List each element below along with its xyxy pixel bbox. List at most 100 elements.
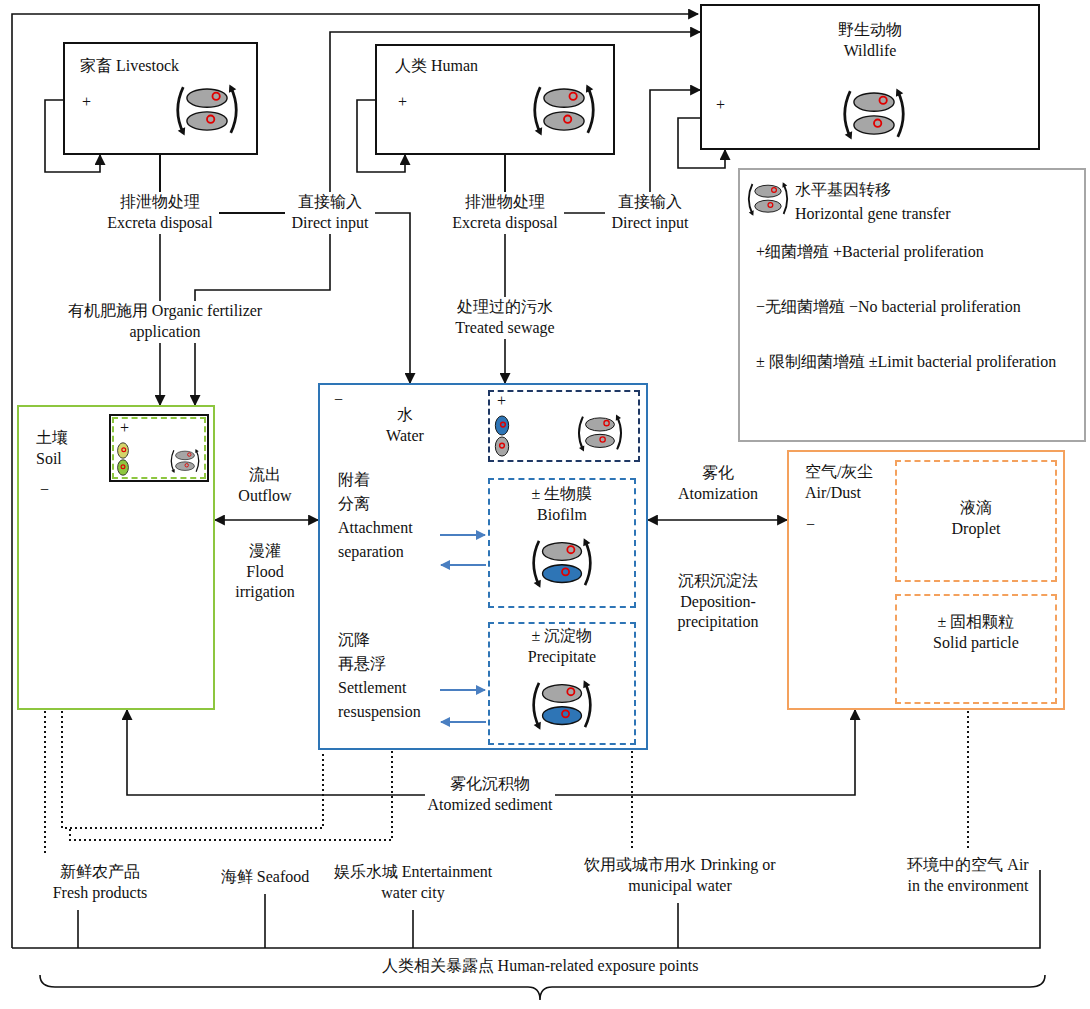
box-text: − — [806, 515, 815, 536]
box-text: ± 沉淀物 Precipitate — [510, 626, 614, 668]
text-slot: + — [120, 418, 129, 439]
plasmid — [567, 688, 574, 695]
transfer-arc — [784, 184, 788, 214]
transfer-arc — [534, 683, 539, 727]
box-text: 水 Water — [380, 405, 430, 447]
exchange-arrow — [441, 564, 486, 566]
flow-label: 雾化沉积物 Atomized sediment — [425, 774, 555, 816]
transfer-head — [583, 680, 590, 688]
box-text: 人类 Human — [395, 56, 478, 77]
transfer-head — [896, 88, 903, 96]
legend-text: −无细菌增殖 −No bacterial proliferation — [756, 295, 1076, 319]
gene-transfer-icon — [168, 78, 246, 142]
text-slot: 野生动物 Wildlife — [820, 20, 920, 62]
dotted-link — [631, 751, 633, 849]
exchange-arrow — [440, 534, 485, 536]
plasmid — [562, 568, 569, 575]
transfer-head — [586, 84, 593, 92]
cell — [543, 707, 582, 725]
gene-transfer-icon — [525, 78, 603, 142]
cell — [543, 685, 582, 703]
cell — [755, 200, 781, 212]
box-text: 空气/灰尘 Air/Dust — [805, 462, 895, 504]
flow-arrow — [648, 519, 787, 521]
exchange-arrow — [441, 721, 486, 723]
plasmid — [564, 115, 571, 122]
plasmid — [604, 421, 609, 426]
exposure-title: 人类相关暴露点 Human-related exposure points — [382, 956, 699, 977]
text-slot: + — [82, 92, 91, 113]
text-slot: 排泄物处理 Excreta disposal — [101, 192, 219, 234]
flow-arrow — [160, 32, 700, 213]
cell — [176, 451, 195, 460]
exposure-tick — [77, 910, 79, 948]
box-text: 野生动物 Wildlife — [820, 20, 920, 62]
transfer-arc — [231, 87, 236, 133]
legend-entry: ± 限制细菌增殖 ±Limit bacterial proliferation — [756, 350, 1076, 374]
text-slot: + — [497, 391, 506, 412]
box-text: ± 生物膜 Biofilm — [510, 484, 614, 526]
dotted-link — [967, 711, 969, 849]
transfer-head — [749, 210, 754, 215]
box-text: ± 固相颗粒 Solid particle — [926, 612, 1026, 654]
plasmid — [768, 203, 773, 208]
precipitate-box: ± 沉淀物 Precipitate — [488, 622, 636, 745]
text-slot: 新鲜农产品 Fresh products — [44, 862, 156, 904]
legend-text: 水平基因转移 Horizontal gene transfer — [795, 178, 955, 226]
text-slot: 漫灌 Flood irrigation — [231, 541, 299, 603]
text-slot: 直接输入 Direct input — [605, 192, 695, 234]
cell-pair-icon — [116, 442, 130, 476]
cell — [544, 89, 584, 107]
legend-text: +细菌增殖 +Bacterial proliferation — [756, 240, 1076, 264]
transfer-arc — [535, 87, 540, 133]
exposure-tick — [412, 910, 414, 948]
text-slot: 土壤 Soil — [36, 428, 82, 470]
text-slot: 有机肥施用 Organic fertilizer application — [65, 301, 265, 343]
exchange-arrow — [440, 689, 485, 691]
plasmid — [122, 448, 126, 452]
box-text: 液滴 Droplet — [941, 498, 1011, 540]
exposure-label: 娱乐水城 Entertainment water city — [326, 862, 501, 904]
cell — [118, 443, 129, 458]
exposure-label: 环境中的空气 Air in the environment — [903, 855, 1033, 897]
box-text: + — [120, 418, 129, 439]
text-slot: 饮用或城市用水 Drinking or municipal water — [580, 855, 780, 897]
gene-transfer-icon — [835, 82, 913, 146]
text-slot: 沉积沉淀法 Deposition-precipitation — [668, 571, 768, 633]
box-text: + — [497, 391, 506, 412]
transfer-head — [534, 580, 541, 588]
transfer-arc — [585, 683, 590, 727]
cell — [854, 93, 894, 111]
box-text: − — [40, 480, 49, 501]
cell — [586, 434, 615, 447]
plasmid — [212, 93, 219, 100]
transfer-arc — [585, 541, 590, 585]
text-slot: 海鲜 Seafood — [221, 867, 309, 888]
text-slot: 直接输入 Direct input — [285, 192, 375, 234]
legend-box: 水平基因转移 Horizontal gene transfer +细菌增殖 +Ba… — [738, 168, 1086, 442]
gene-transfer-icon — [744, 178, 792, 220]
soil-transfer-box: + — [112, 417, 206, 479]
box-text: 沉降 再悬浮 Settlement resuspension — [338, 628, 438, 724]
text-slot: 附着 分离 Attachment separation — [338, 468, 438, 564]
plasmid — [188, 453, 191, 456]
plasmid — [207, 115, 214, 122]
cell — [543, 565, 582, 583]
text-slot: ± 沉淀物 Precipitate — [510, 626, 614, 668]
human-box: 人类 Human+ — [375, 44, 615, 155]
transfer-head — [845, 131, 852, 139]
livestock-box: 家畜 Livestock+ — [63, 42, 258, 155]
transfer-head — [178, 127, 185, 135]
exposure-label: 饮用或城市用水 Drinking or municipal water — [580, 855, 780, 897]
junction-label: 排泄物处理 Excreta disposal — [101, 192, 219, 234]
legend-entry: +细菌增殖 +Bacterial proliferation — [756, 240, 1076, 264]
exposure-label: 新鲜农产品 Fresh products — [44, 862, 156, 904]
flow-arrow — [215, 519, 318, 521]
plasmid — [185, 464, 188, 467]
transfer-arc — [534, 541, 539, 585]
text-slot: 雾化 Atomization — [673, 463, 763, 505]
plasmid — [562, 710, 569, 717]
transfer-arc — [617, 417, 621, 450]
soil-box: 土壤 Soil − + — [17, 405, 215, 710]
